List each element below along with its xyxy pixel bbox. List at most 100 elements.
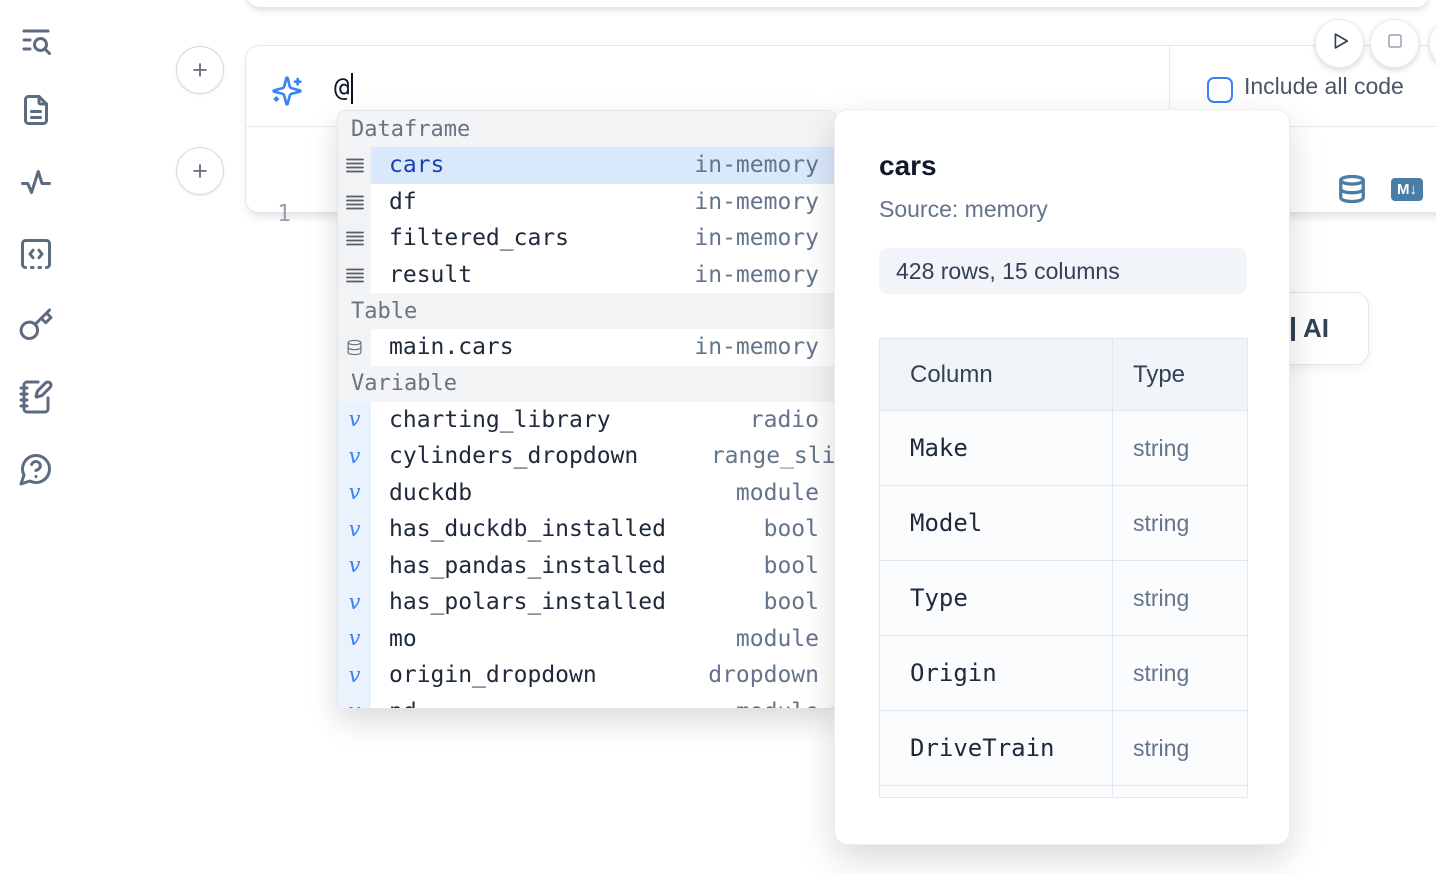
list-search-icon [18,29,54,62]
clipped-letter [1291,317,1295,341]
sidebar-item-snippets[interactable] [18,236,54,272]
rows-icon [338,256,371,293]
mention-item-pd[interactable]: v pd module [338,693,835,708]
add-cell-button-bottom[interactable]: + [176,147,224,195]
mention-item-df[interactable]: df in-memory [338,183,835,220]
mention-item-name: cylinders_dropdown [389,443,639,470]
mention-item-type: module [735,625,819,652]
shape-badge: 428 rows, 15 columns [879,248,1247,294]
mention-item-type: in-memory [694,261,819,288]
sidebar-item-file-explorer[interactable] [18,22,54,58]
convert-to-sql-button[interactable] [1337,172,1367,206]
variable-icon: v [338,584,371,621]
mention-item-content: main.cars in-memory [371,329,835,366]
mention-item-has_duckdb_installed[interactable]: v has_duckdb_installed bool [338,511,835,548]
text-cursor [350,72,354,104]
preview-title: cars [879,150,937,181]
rows-icon [338,147,371,184]
mention-item-content: df in-memory [371,183,835,220]
schema-row-Origin: Origin string [880,636,1247,711]
schema-row-Type: Type string [880,561,1247,636]
mention-item-name: pd [389,699,417,708]
markdown-icon[interactable]: M↓ [1391,178,1423,201]
mention-item-name: has_pandas_installed [389,552,666,579]
variable-icon: v [338,620,371,657]
dataframe-preview-panel: cars Source: memory 428 rows, 15 columns… [834,109,1290,845]
sidebar-item-scratchpad[interactable] [18,379,54,415]
mention-item-type: radio [749,406,819,433]
schema-column-name: DriveTrain [880,711,1113,785]
mention-item-content: pd module [371,693,835,708]
sidebar-item-tracing[interactable] [18,164,54,200]
schema-column-type: string [1133,434,1190,461]
schema-column-name: Origin [880,636,1113,710]
mention-item-type: in-memory [694,188,819,215]
mention-item-name: filtered_cars [389,225,570,252]
sidebar-item-secrets[interactable] [18,307,54,343]
mention-item-name: charting_library [389,406,611,433]
mention-item-type: bool [763,552,819,579]
file-text-icon [18,95,54,132]
mention-section-header: Dataframe [338,111,835,147]
mention-item-content: charting_library radio [371,401,835,438]
activity-icon [18,170,54,204]
rows-icon [338,183,371,220]
mention-item-type: module [735,479,819,506]
variable-icon: v [338,657,371,694]
schema-column-name: Type [880,561,1113,635]
schema-row-clipped [880,786,1247,797]
variable-icon: v [338,511,371,548]
code-snippets-icon [18,239,54,276]
mention-item-type: in-memory [694,334,819,361]
preview-source: Source: memory [879,196,1048,222]
mention-item-has_pandas_installed[interactable]: v has_pandas_installed bool [338,547,835,584]
key-icon [18,308,54,347]
schema-header-type: Type [1133,360,1186,388]
schema-column-type: string [1133,584,1190,611]
mention-item-name: df [389,188,417,215]
schema-column-type: string [1133,659,1190,686]
sidebar-item-documentation[interactable] [18,92,54,128]
play-icon [1329,30,1351,57]
schema-header-column: Column [880,339,1113,410]
add-cell-button-top[interactable]: + [176,46,224,94]
include-all-code-checkbox[interactable] [1207,77,1233,103]
help-chat-icon [18,453,54,491]
schema-column-name: Model [880,486,1113,560]
run-button[interactable] [1315,19,1364,68]
rows-icon [338,220,371,257]
mention-item-charting_library[interactable]: v charting_library radio [338,401,835,438]
variable-icon: v [338,547,371,584]
variable-icon: v [338,693,371,708]
schema-column-name: Make [880,411,1113,485]
stop-button[interactable] [1370,19,1419,68]
mention-section-header: Table [338,293,835,329]
mention-item-type: module [736,699,835,708]
include-all-code-label: Include all code [1244,72,1404,99]
mention-item-type: bool [763,516,819,543]
ai-prompt-input[interactable]: @ [334,72,354,104]
mention-item-content: has_duckdb_installed bool [371,511,835,548]
mention-item-name: main.cars [389,334,514,361]
mention-item-main.cars[interactable]: main.cars in-memory [338,329,835,366]
mention-item-name: has_duckdb_installed [389,516,666,543]
ai-prompt-value: @ [334,73,350,103]
sidebar-item-help[interactable] [18,451,54,487]
variable-icon: v [338,401,371,438]
